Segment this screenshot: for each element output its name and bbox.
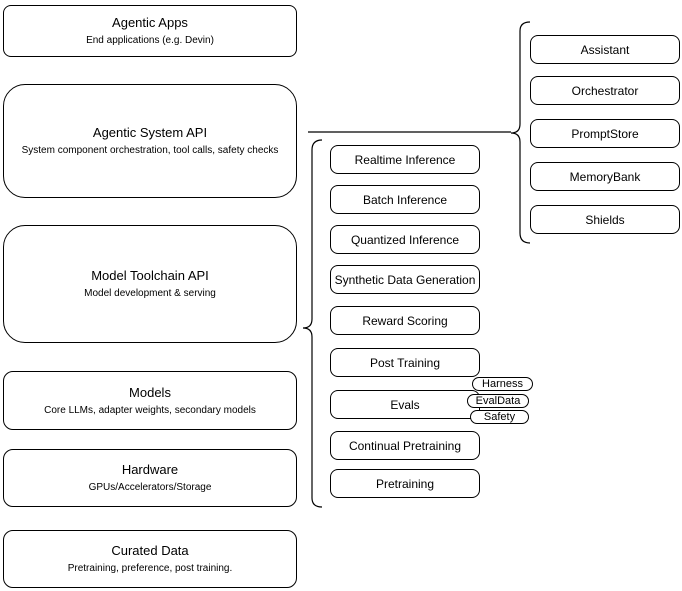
toolchain-brace xyxy=(302,139,323,508)
node-continual-pretraining: Continual Pretraining xyxy=(330,431,480,460)
node-label: Synthetic Data Generation xyxy=(334,272,476,287)
node-label: Reward Scoring xyxy=(362,313,448,328)
tag-label: Safety xyxy=(483,410,516,423)
node-title: Model Toolchain API xyxy=(91,268,209,283)
node-reward-scoring: Reward Scoring xyxy=(330,306,480,335)
node-label: Pretraining xyxy=(375,476,435,491)
node-label: Post Training xyxy=(369,355,441,370)
node-subtitle: Model development & serving xyxy=(84,288,216,299)
node-agentic-apps: Agentic Apps End applications (e.g. Devi… xyxy=(3,5,297,57)
node-memorybank: MemoryBank xyxy=(530,162,680,191)
node-models: Models Core LLMs, adapter weights, secon… xyxy=(3,371,297,430)
node-curated-data: Curated Data Pretraining, preference, po… xyxy=(3,530,297,588)
tag-safety: Safety xyxy=(470,410,529,424)
node-label: PromptStore xyxy=(571,126,639,141)
node-label: Realtime Inference xyxy=(354,152,456,167)
node-label: Orchestrator xyxy=(571,83,639,98)
tag-label: Harness xyxy=(482,377,523,390)
node-orchestrator: Orchestrator xyxy=(530,76,680,105)
node-evals: Evals xyxy=(330,390,480,419)
node-label: Shields xyxy=(585,212,625,227)
node-synthetic-data-generation: Synthetic Data Generation xyxy=(330,265,480,294)
node-title: Agentic System API xyxy=(92,125,208,140)
node-quantized-inference: Quantized Inference xyxy=(330,225,480,254)
node-label: MemoryBank xyxy=(569,169,641,184)
node-title: Agentic Apps xyxy=(112,15,188,30)
node-title: Models xyxy=(129,384,171,400)
tag-evaldata: EvalData xyxy=(467,394,529,408)
node-model-toolchain-api: Model Toolchain API Model development & … xyxy=(3,225,297,343)
tag-label: EvalData xyxy=(475,394,521,407)
node-post-training: Post Training xyxy=(330,348,480,377)
node-agentic-system-api: Agentic System API System component orch… xyxy=(3,84,297,198)
node-subtitle: Core LLMs, adapter weights, secondary mo… xyxy=(44,404,256,416)
node-subtitle: GPUs/Accelerators/Storage xyxy=(88,482,212,493)
node-label: Assistant xyxy=(580,42,630,57)
node-label: Evals xyxy=(390,397,420,412)
node-subtitle: End applications (e.g. Devin) xyxy=(86,35,214,46)
node-hardware: Hardware GPUs/Accelerators/Storage xyxy=(3,449,297,507)
node-label: Quantized Inference xyxy=(350,232,460,247)
tag-harness: Harness xyxy=(472,377,533,391)
node-label: Batch Inference xyxy=(362,192,448,207)
node-promptstore: PromptStore xyxy=(530,119,680,148)
node-realtime-inference: Realtime Inference xyxy=(330,145,480,174)
node-title: Hardware xyxy=(121,462,179,477)
node-batch-inference: Batch Inference xyxy=(330,185,480,214)
node-subtitle: System component orchestration, tool cal… xyxy=(21,145,279,156)
node-pretraining: Pretraining xyxy=(330,469,480,498)
node-subtitle: Pretraining, preference, post training. xyxy=(67,563,233,574)
components-brace xyxy=(510,21,531,244)
node-assistant: Assistant xyxy=(530,35,680,64)
node-title: Curated Data xyxy=(111,543,189,558)
node-label: Continual Pretraining xyxy=(348,438,462,453)
node-shields: Shields xyxy=(530,205,680,234)
